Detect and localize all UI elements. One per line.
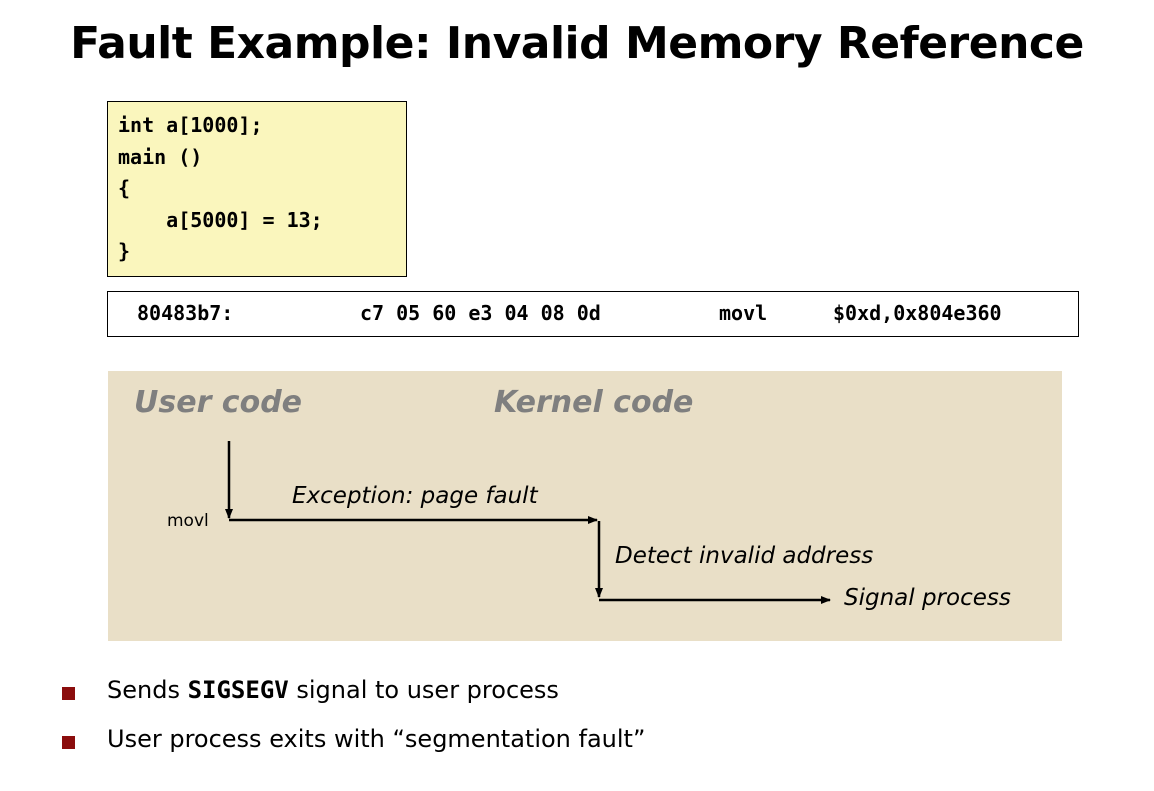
code-line: main () [118,144,203,169]
assembly-line-box: 80483b7: c7 05 60 e3 04 08 0d movl $0xd,… [107,291,1079,337]
kernel-code-lane-label: Kernel code [494,385,694,420]
bullet-square-icon [62,687,75,700]
step-page-fault-label: Exception: page fault [292,483,538,509]
c-code-block: int a[1000]; main () { a[5000] = 13; } [107,101,407,277]
step-signal-label: Signal process [844,585,1011,611]
code-line: { [118,176,131,200]
bullet-text-suffix: signal to user process [288,676,559,704]
bullet-text-prefix: Sends [107,676,188,704]
asm-mnemonic: movl [719,301,768,325]
instruction-label: movl [167,511,209,531]
asm-bytes: c7 05 60 e3 04 08 0d [360,301,601,325]
code-line: } [118,239,131,263]
exception-flow-diagram: User code Kernel code movl Exception: pa… [108,371,1062,641]
code-line: a[5000] = 13; [118,207,323,232]
code-line: int a[1000]; [118,113,263,137]
asm-address: 80483b7: [137,301,234,325]
step-detect-label: Detect invalid address [615,543,874,569]
bullet-square-icon [62,736,75,749]
bullet-code: SIGSEGV [187,676,289,704]
flow-arrows [225,441,831,604]
slide-title: Fault Example: Invalid Memory Reference [70,18,1084,69]
asm-operands: $0xd,0x804e360 [833,301,1002,325]
user-code-lane-label: User code [134,385,303,420]
bullet-text-prefix: User process exits with “segmentation fa… [107,725,646,753]
